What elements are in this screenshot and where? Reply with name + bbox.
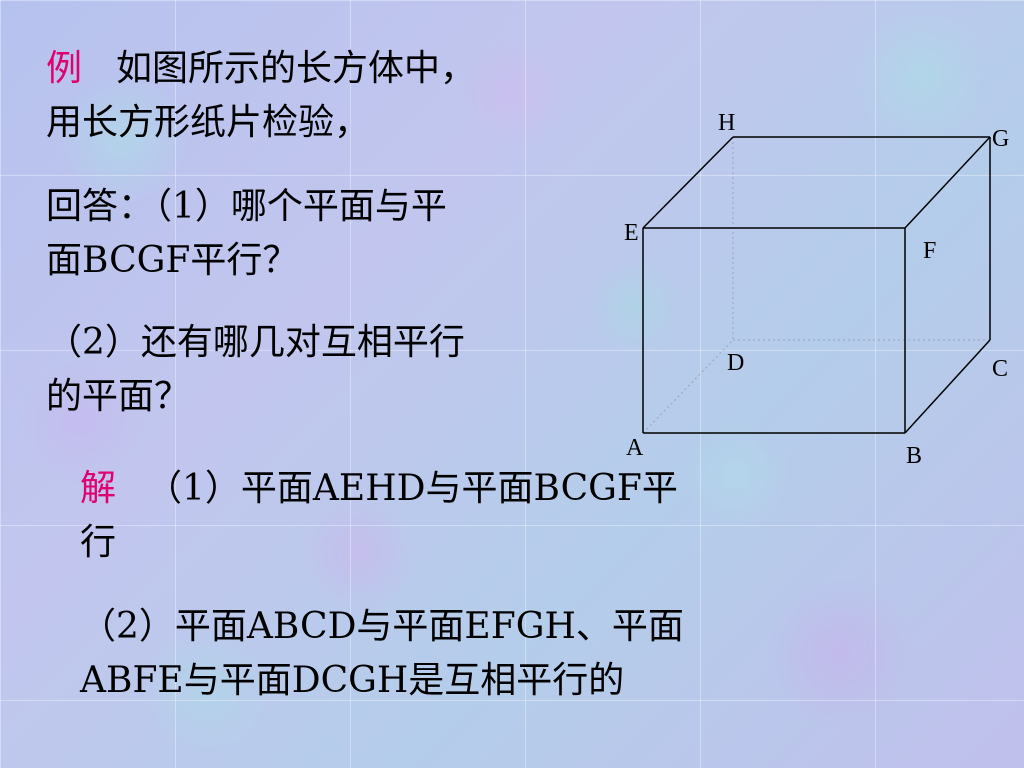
question-2-line-2: 的平面？ bbox=[46, 376, 191, 417]
vertex-label-d: D bbox=[727, 350, 744, 376]
hidden-edges bbox=[642, 137, 990, 434]
example-line-1: 如图所示的长方体中， bbox=[116, 48, 477, 89]
edge-eh bbox=[642, 136, 734, 229]
answer-1-line-2: 行 bbox=[80, 522, 117, 563]
question-1: 回答：（1）哪个平面与平 面BCGF平行？ bbox=[46, 180, 447, 288]
example-label: 例 bbox=[46, 48, 83, 89]
vertex-label-f: F bbox=[923, 238, 936, 264]
answer-1-line-1: （1）平面AEHD与平面BCGF平 bbox=[146, 468, 678, 509]
answer-2-line-2: ABFE与平面DCGH是互相平行的 bbox=[80, 660, 625, 701]
answer-1: 解 （1）平面AEHD与平面BCGF平 行 bbox=[80, 462, 678, 570]
question-1-line-2: 面BCGF平行？ bbox=[46, 240, 299, 281]
example-intro: 例如图所示的长方体中， 用长方形纸片检验， bbox=[46, 42, 476, 150]
vertex-label-a: A bbox=[626, 435, 644, 461]
vertex-label-e: E bbox=[624, 220, 639, 246]
edge-bc bbox=[904, 339, 991, 434]
vertex-label-g: G bbox=[992, 126, 1009, 152]
question-2-line-1: （2）还有哪几对互相平行 bbox=[46, 322, 465, 363]
vertex-label-b: B bbox=[906, 443, 922, 469]
example-line-2: 用长方形纸片检验， bbox=[46, 102, 371, 143]
vertex-label-h: H bbox=[718, 110, 735, 136]
solution-label: 解 bbox=[80, 468, 117, 509]
question-2: （2）还有哪几对互相平行 的平面？ bbox=[46, 316, 465, 424]
answer-2-line-1: （2）平面ABCD与平面EFGH、平面 bbox=[80, 606, 684, 647]
vertex-label-c: C bbox=[992, 356, 1008, 382]
cuboid-figure: H G E F D C A B bbox=[624, 110, 1009, 469]
edge-ad bbox=[642, 339, 734, 434]
question-1-line-1: 回答：（1）哪个平面与平 bbox=[46, 186, 447, 227]
visible-edges bbox=[642, 136, 991, 434]
edge-fg bbox=[904, 136, 991, 229]
answer-2: （2）平面ABCD与平面EFGH、平面 ABFE与平面DCGH是互相平行的 bbox=[80, 600, 684, 708]
